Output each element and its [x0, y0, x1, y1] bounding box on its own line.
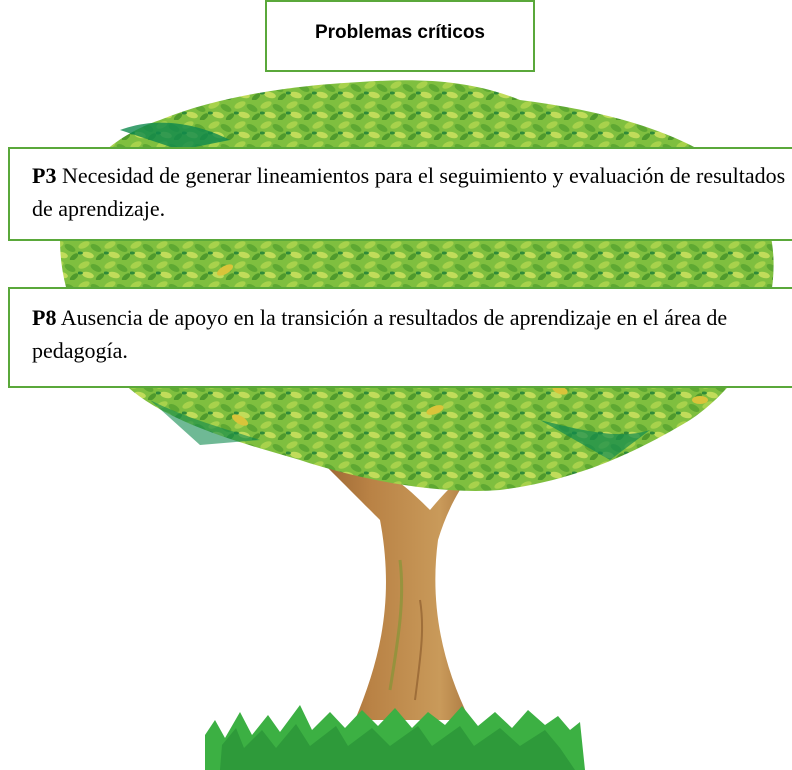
problem-text: Necesidad de generar lineamientos para e…: [32, 163, 786, 221]
problem-box-p3: P3 Necesidad de generar lineamientos par…: [8, 147, 792, 241]
problem-box-p8: P8 Ausencia de apoyo en la transición a …: [8, 287, 792, 388]
problem-code: P8: [32, 305, 57, 330]
problem-code: P3: [32, 163, 57, 188]
grass: [205, 705, 585, 770]
problem-text: Ausencia de apoyo en la transición a res…: [32, 305, 728, 363]
diagram-title: Problemas críticos: [265, 0, 535, 72]
tree-canopy: [60, 80, 774, 491]
tree-trunk: [300, 440, 500, 720]
